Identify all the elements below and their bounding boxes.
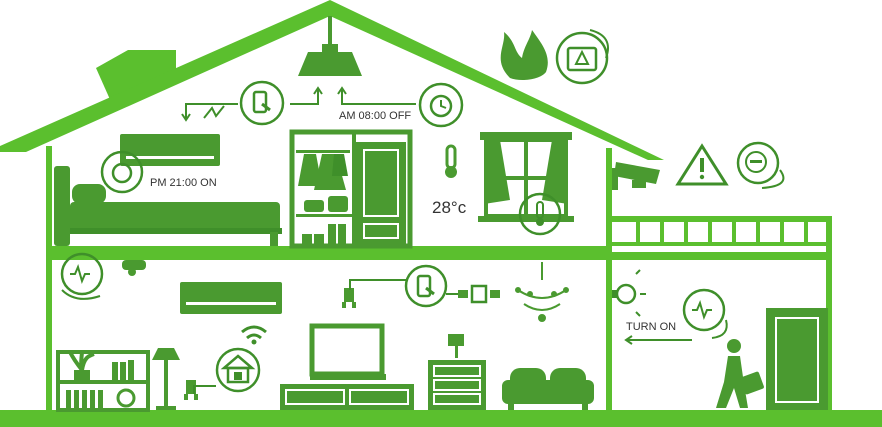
chandelier bbox=[515, 262, 569, 322]
bed bbox=[54, 166, 282, 246]
turn-on-label: TURN ON bbox=[626, 321, 676, 333]
bookshelf bbox=[56, 349, 150, 412]
plug-icon bbox=[184, 380, 198, 400]
ground bbox=[0, 410, 882, 427]
phone-control-icon bbox=[239, 80, 285, 126]
person-walking bbox=[716, 339, 764, 408]
right-wall bbox=[826, 216, 832, 412]
middle-wall bbox=[606, 148, 612, 412]
smart-home-icon bbox=[215, 347, 261, 393]
valve-icon bbox=[458, 284, 500, 304]
thermometer-icon bbox=[445, 144, 457, 178]
fire-alert-device-icon bbox=[555, 31, 609, 85]
annex-ceiling bbox=[606, 252, 832, 260]
floor-lamp bbox=[152, 348, 180, 410]
alarm-off-label: AM 08:00 OFF bbox=[339, 110, 411, 122]
fire-icon bbox=[500, 30, 548, 80]
door bbox=[766, 308, 828, 410]
security-camera-icon bbox=[612, 162, 660, 190]
alarm-clock-icon bbox=[418, 82, 464, 128]
window bbox=[478, 132, 574, 222]
plug-icon bbox=[342, 288, 356, 308]
police-badge-icon bbox=[736, 141, 780, 185]
left-wall bbox=[46, 146, 52, 412]
dresser bbox=[428, 334, 486, 410]
warning-icon bbox=[675, 143, 729, 186]
balcony-posts bbox=[636, 222, 808, 244]
alarm-on-label: PM 21:00 ON bbox=[150, 177, 217, 189]
floor-divider bbox=[46, 246, 612, 260]
ceiling-lamp bbox=[298, 16, 362, 76]
phone-control-icon bbox=[404, 264, 448, 308]
motion-sensor-icon bbox=[682, 288, 726, 332]
wifi-dot bbox=[251, 339, 257, 345]
wardrobe bbox=[289, 129, 413, 249]
chimney bbox=[96, 50, 176, 104]
wifi-icon bbox=[241, 325, 267, 340]
temperature-label: 28°c bbox=[432, 198, 467, 217]
sofa bbox=[502, 368, 594, 410]
air-conditioner-downstairs bbox=[180, 282, 282, 314]
thermometer-icon bbox=[518, 192, 562, 236]
connector-lines bbox=[61, 29, 785, 394]
smoke-detector bbox=[122, 260, 146, 276]
alarm-clock-icon bbox=[100, 150, 144, 194]
balcony-top-rail bbox=[606, 216, 832, 222]
balcony-bottom-rail bbox=[612, 242, 826, 246]
motion-sensor-icon bbox=[60, 252, 104, 296]
air-conditioner-upstairs bbox=[120, 134, 220, 166]
light-bulb-icon bbox=[612, 269, 646, 317]
tv-stand bbox=[280, 323, 414, 410]
